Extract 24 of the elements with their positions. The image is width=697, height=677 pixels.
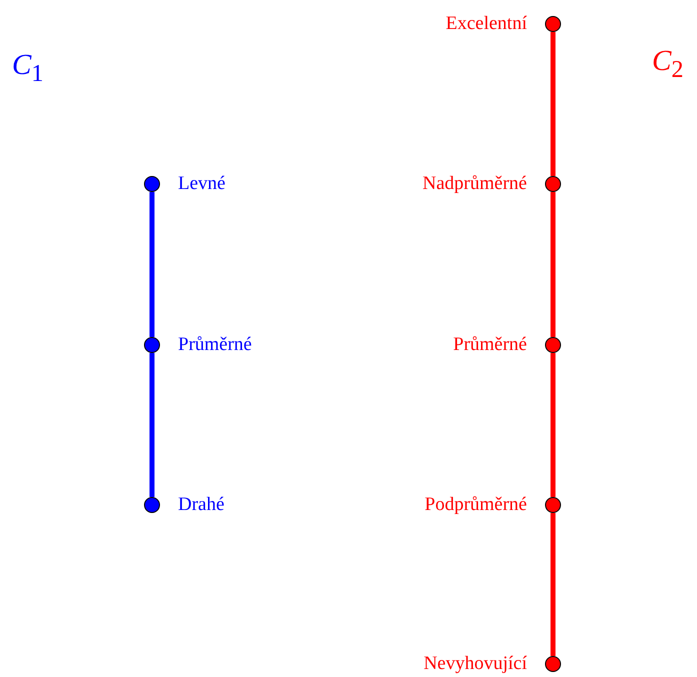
- point-marker: [545, 16, 561, 32]
- connector-line: [550, 513, 556, 656]
- connector-line: [550, 192, 556, 337]
- connector-line: [550, 353, 556, 497]
- point-marker: [545, 176, 561, 192]
- set-label: C$_{2}$: [652, 44, 684, 85]
- point-label: Průměrné: [453, 334, 527, 356]
- point-label: Nevyhovující: [424, 653, 527, 675]
- point-label: Drahé: [178, 494, 224, 516]
- point-marker: [545, 656, 561, 672]
- connector-line: [150, 192, 154, 337]
- connector-line: [550, 32, 556, 176]
- point-marker: [545, 497, 561, 513]
- point-label: Levné: [178, 173, 226, 195]
- point-label: Podprůměrné: [424, 494, 527, 516]
- point-marker: [144, 176, 160, 192]
- point-label: Nadprůměrné: [422, 173, 527, 195]
- connector-line: [150, 353, 154, 497]
- point-label: Excelentní: [446, 13, 527, 35]
- point-marker: [144, 337, 160, 353]
- point-marker: [144, 497, 160, 513]
- point-label: Průměrné: [178, 334, 252, 356]
- point-marker: [545, 337, 561, 353]
- set-label: C$_{1}$: [12, 48, 44, 89]
